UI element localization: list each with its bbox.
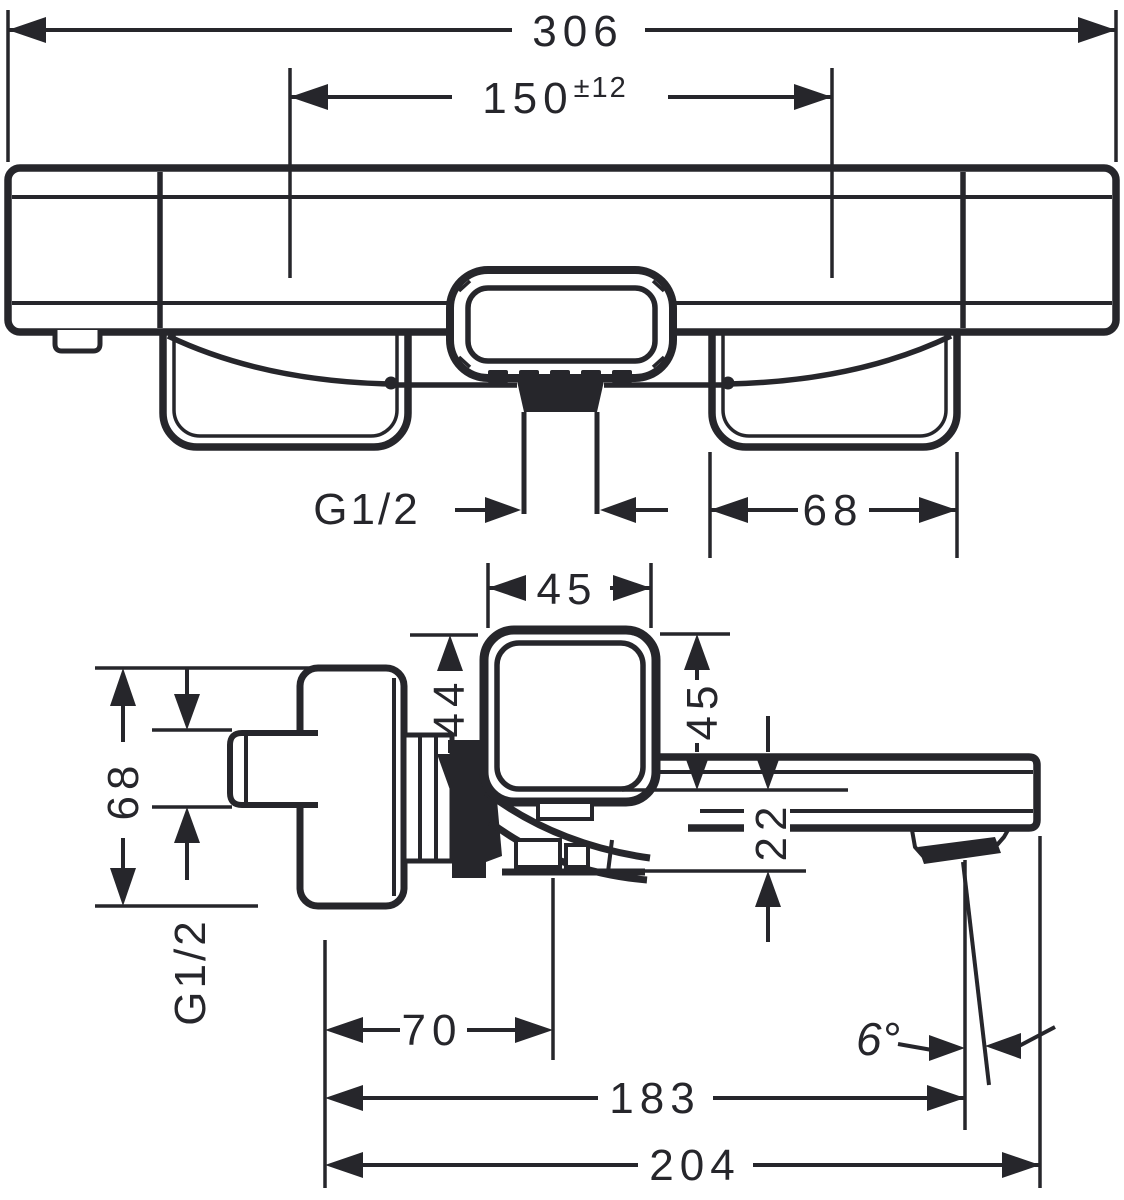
handle-bevel-br xyxy=(651,355,666,369)
thread-side-label: G1/2 xyxy=(166,918,215,1025)
handle-side-outer xyxy=(479,625,661,807)
safety-clip-tab xyxy=(52,330,103,354)
aerator-face xyxy=(918,837,1001,864)
bottom-nipple xyxy=(517,381,604,412)
thread-label: G1/2 xyxy=(313,485,420,534)
dim-handle-width: 45 xyxy=(486,563,653,628)
handle-bevel-tl xyxy=(457,279,472,293)
connector-neck xyxy=(401,732,455,864)
dim-204-label: 204 xyxy=(649,1141,740,1190)
dim-center-distance: 150±12 xyxy=(288,68,834,278)
dim-thread-callout: G1/2 xyxy=(313,485,668,534)
dim-68-side-label: 68 xyxy=(99,760,148,821)
union-flat-2 xyxy=(564,843,590,869)
dim-wall-to-cartridge: 70 xyxy=(325,1006,553,1055)
dim-escutcheon-height: 68 xyxy=(95,666,332,908)
handle-side-inner xyxy=(494,640,646,792)
dim-wall-to-stream: 183 xyxy=(325,1074,965,1123)
dim-70-label: 70 xyxy=(402,1006,463,1055)
dim-handle-height: 44 xyxy=(410,633,478,790)
stream-angled-line xyxy=(961,861,991,1086)
dim-68-top-label: 68 xyxy=(803,486,864,535)
dim-22-label: 22 xyxy=(747,801,796,862)
dim-6deg-label: 6° xyxy=(856,1013,900,1065)
side-view-dimensions: 68 G1/2 45 44 xyxy=(95,563,1056,1190)
handle-bevel-bl xyxy=(457,355,472,369)
dim-wall-to-spout-end: 204 xyxy=(325,1141,1040,1190)
dim-306-label: 306 xyxy=(532,7,623,56)
dim-183-label: 183 xyxy=(609,1074,700,1123)
dim-overall-width: 306 xyxy=(6,7,1118,162)
handle-bevel-tr xyxy=(651,279,666,293)
shoulder-tick xyxy=(606,839,614,873)
dim-escutcheon-width: 68 xyxy=(708,452,959,558)
dim-45d-label: 45 xyxy=(678,680,727,741)
dim-44-label: 44 xyxy=(425,677,474,738)
shoulder-lower-curve xyxy=(487,819,648,884)
dim-thread-side: G1/2 xyxy=(152,668,232,1026)
side-view xyxy=(227,625,1041,1130)
dim-stream-angle: 6° xyxy=(856,1013,1056,1065)
union-flat-1 xyxy=(514,838,562,869)
handle-clips xyxy=(488,370,632,383)
right-cup-bowl-curve xyxy=(728,333,953,387)
dim-spout-section: 22 xyxy=(744,716,796,942)
thread-nipple-side xyxy=(227,730,318,808)
dim-150-label: 150±12 xyxy=(482,72,628,123)
dim-handle-depth: 45 xyxy=(660,632,730,790)
left-cup-bowl-curve xyxy=(166,333,391,387)
dim-45w-label: 45 xyxy=(537,565,598,614)
handle-underside-notch xyxy=(536,800,594,821)
top-view-dimensions: 306 150±12 G1/2 68 xyxy=(6,7,1118,558)
handle-plan-inner xyxy=(465,285,658,364)
top-view xyxy=(4,164,1120,514)
